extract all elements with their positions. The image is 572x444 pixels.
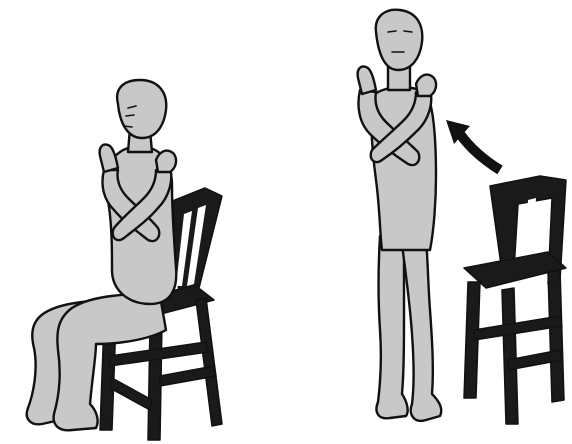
standing-panel — [358, 10, 566, 424]
standing-person — [358, 10, 442, 421]
seated-panel — [27, 80, 222, 440]
chair-right — [464, 176, 566, 424]
curved-arrow-icon — [446, 120, 500, 170]
